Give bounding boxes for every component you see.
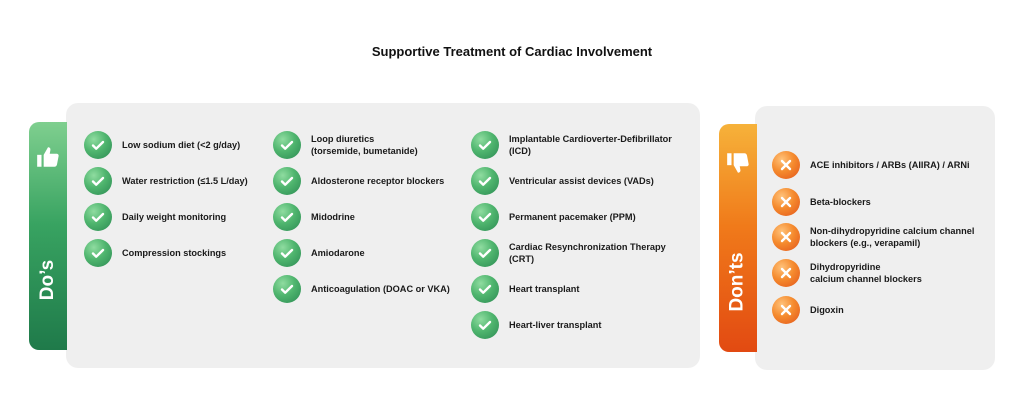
do-item: Daily weight monitoring (84, 203, 226, 231)
item-text: Daily weight monitoring (122, 211, 226, 223)
dont-item: Dihydropyridine calcium channel blockers (772, 259, 922, 287)
item-line: Heart-liver transplant (509, 320, 602, 330)
item-line: Permanent pacemaker (PPM) (509, 212, 636, 222)
item-line: Heart transplant (509, 284, 580, 294)
do-item: Heart-liver transplant (471, 311, 601, 339)
do-item: Ventricular assist devices (VADs) (471, 167, 654, 195)
check-icon (273, 203, 301, 231)
check-icon (84, 203, 112, 231)
item-line: Non-dihydropyridine calcium channel (810, 226, 975, 236)
thumbs-up-icon (37, 147, 59, 167)
check-icon (471, 311, 499, 339)
cross-icon (772, 151, 800, 179)
item-text: Water restriction (≤1.5 L/day) (122, 175, 248, 187)
item-text: Cardiac Resynchronization Therapy (CRT) (509, 241, 666, 265)
cross-icon (772, 223, 800, 251)
dont-item: Non-dihydropyridine calcium channel block… (772, 223, 974, 251)
item-line: Implantable Cardioverter-Defibrillator (509, 134, 672, 144)
item-line: Ventricular assist devices (VADs) (509, 176, 654, 186)
page-title: Supportive Treatment of Cardiac Involvem… (371, 44, 653, 59)
check-icon (273, 239, 301, 267)
item-line: Midodrine (311, 212, 355, 222)
do-item: Compression stockings (84, 239, 226, 267)
item-line: Loop diuretics (311, 134, 375, 144)
item-text: Beta-blockers (810, 196, 871, 208)
thumbs-down-icon (727, 153, 749, 173)
item-text: Heart-liver transplant (509, 319, 601, 331)
dos-label: Do’s (37, 259, 58, 301)
item-line: Anticoagulation (DOAC or VKA) (311, 284, 450, 294)
do-item: Low sodium diet (<2 g/day) (84, 131, 240, 159)
check-icon (273, 275, 301, 303)
item-text: Non-dihydropyridine calcium channel block… (810, 225, 974, 249)
dont-item: ACE inhibitors / ARBs (AIIRA) / ARNi (772, 151, 970, 179)
item-text: Dihydropyridine calcium channel blockers (810, 261, 922, 285)
item-line: ACE inhibitors / ARBs (AIIRA) / ARNi (810, 160, 970, 170)
donts-label: Don’ts (727, 252, 749, 312)
cross-icon (772, 188, 800, 216)
item-line: Compression stockings (122, 248, 227, 258)
dos-label-wrap: Do’s (29, 220, 67, 340)
do-item: Water restriction (≤1.5 L/day) (84, 167, 248, 195)
item-text: Compression stockings (122, 247, 226, 259)
check-icon (471, 167, 499, 195)
check-icon (471, 275, 499, 303)
do-item: Cardiac Resynchronization Therapy (CRT) (471, 239, 666, 267)
cross-icon (772, 296, 800, 324)
item-text: Amiodarone (311, 247, 365, 259)
item-text: Digoxin (810, 304, 844, 316)
item-line: (CRT) (509, 254, 535, 264)
item-text: Heart transplant (509, 283, 579, 295)
item-text: ACE inhibitors / ARBs (AIIRA) / ARNi (810, 159, 970, 171)
dos-tab: Do’s (29, 122, 67, 350)
dos-panel (66, 103, 700, 368)
item-line: Beta-blockers (810, 197, 871, 207)
do-item: Midodrine (273, 203, 355, 231)
item-text: Low sodium diet (<2 g/day) (122, 139, 240, 151)
do-item: Aldosterone receptor blockers (273, 167, 444, 195)
dont-item: Digoxin (772, 296, 844, 324)
do-item: Anticoagulation (DOAC or VKA) (273, 275, 450, 303)
item-line: Low sodium diet (<2 g/day) (122, 140, 241, 150)
cross-icon (772, 259, 800, 287)
item-text: Midodrine (311, 211, 355, 223)
item-line: Digoxin (810, 305, 844, 315)
check-icon (84, 239, 112, 267)
do-item: Implantable Cardioverter-Defibrillator (I… (471, 131, 672, 159)
item-line: Cardiac Resynchronization Therapy (509, 242, 666, 252)
item-text: Ventricular assist devices (VADs) (509, 175, 654, 187)
item-line: (torsemide, bumetanide) (311, 146, 418, 156)
item-line: Daily weight monitoring (122, 212, 227, 222)
do-item: Amiodarone (273, 239, 365, 267)
check-icon (471, 239, 499, 267)
item-line: Amiodarone (311, 248, 365, 258)
item-line: Water restriction (≤1.5 L/day) (122, 176, 248, 186)
item-line: calcium channel blockers (810, 274, 922, 284)
check-icon (273, 131, 301, 159)
donts-tab: Don’ts (719, 124, 757, 352)
do-item: Heart transplant (471, 275, 579, 303)
do-item: Permanent pacemaker (PPM) (471, 203, 636, 231)
donts-label-wrap: Don’ts (719, 222, 757, 342)
item-line: Aldosterone receptor blockers (311, 176, 445, 186)
check-icon (273, 167, 301, 195)
item-text: Loop diuretics (torsemide, bumetanide) (311, 133, 418, 157)
item-text: Permanent pacemaker (PPM) (509, 211, 636, 223)
check-icon (84, 131, 112, 159)
check-icon (471, 203, 499, 231)
dont-item: Beta-blockers (772, 188, 871, 216)
item-line: (ICD) (509, 146, 531, 156)
item-text: Anticoagulation (DOAC or VKA) (311, 283, 450, 295)
check-icon (84, 167, 112, 195)
check-icon (471, 131, 499, 159)
item-text: Implantable Cardioverter-Defibrillator (I… (509, 133, 672, 157)
item-line: Dihydropyridine (810, 262, 881, 272)
do-item: Loop diuretics (torsemide, bumetanide) (273, 131, 418, 159)
item-text: Aldosterone receptor blockers (311, 175, 444, 187)
item-line: blockers (e.g., verapamil) (810, 238, 921, 248)
